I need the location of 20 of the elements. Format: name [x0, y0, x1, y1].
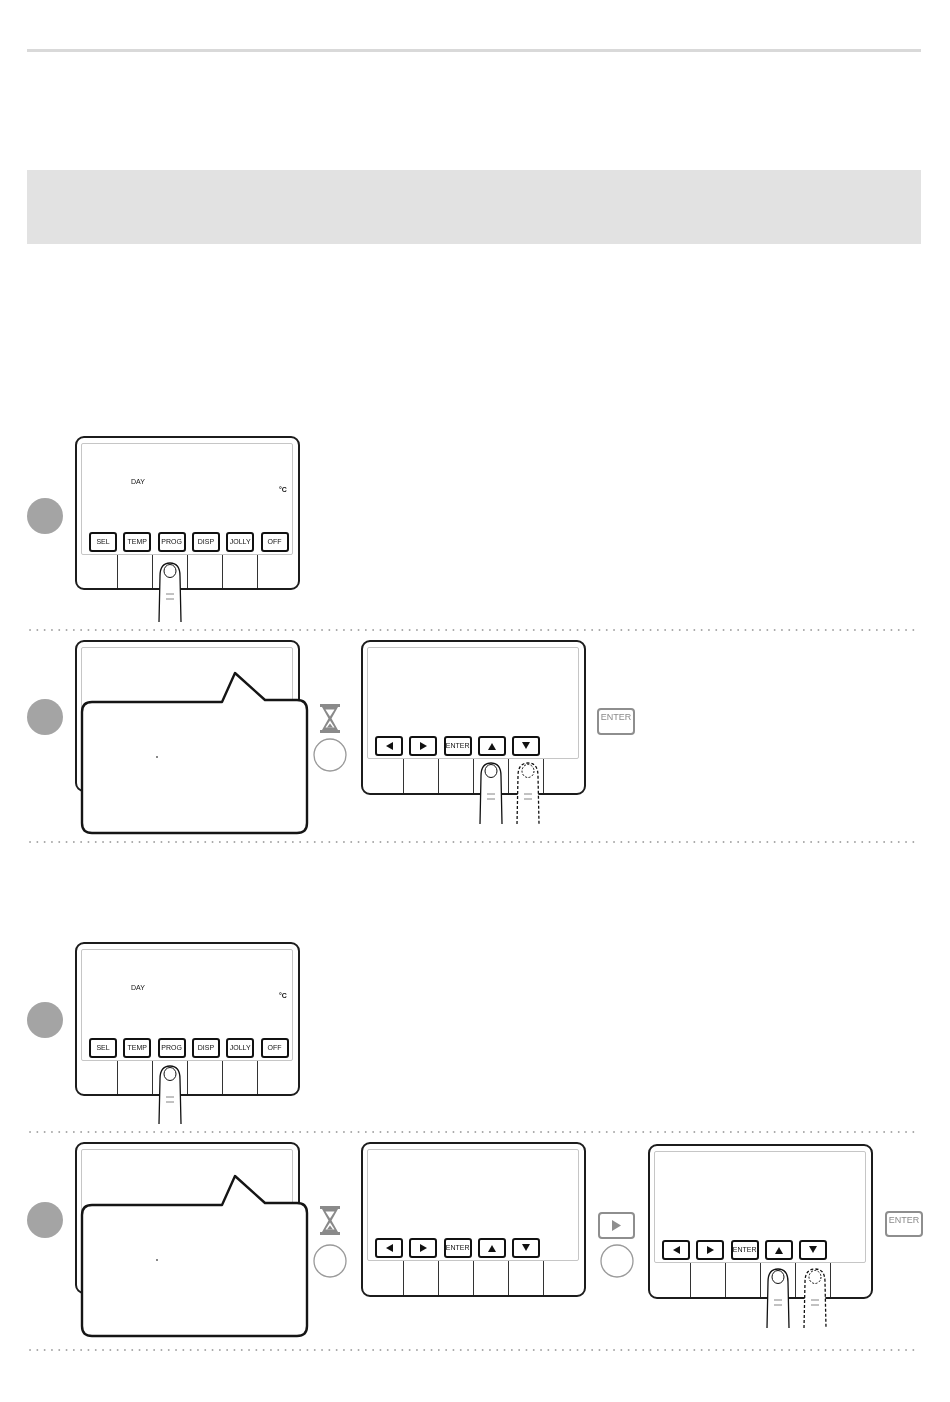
thermostat-device	[361, 640, 586, 795]
play-key	[598, 1212, 635, 1239]
screen-button	[662, 1240, 690, 1260]
screen-button	[764, 1240, 793, 1260]
enter-key: ENTER	[597, 708, 635, 735]
screen-button	[477, 1238, 506, 1258]
screen-button	[512, 1238, 541, 1258]
enter-key: ENTER	[885, 1211, 923, 1237]
screen-button	[375, 736, 403, 756]
screen-button	[799, 1240, 828, 1260]
screen-button	[375, 1238, 403, 1258]
thermostat-device	[648, 1144, 873, 1299]
screen-button	[409, 736, 438, 756]
thermostat-device	[75, 942, 300, 1096]
thermostat-device	[75, 436, 300, 590]
screen-button	[512, 736, 541, 756]
screen-button	[696, 1240, 725, 1260]
screen-button	[409, 1238, 438, 1258]
screen-button	[477, 736, 506, 756]
thermostat-device	[361, 1142, 586, 1297]
